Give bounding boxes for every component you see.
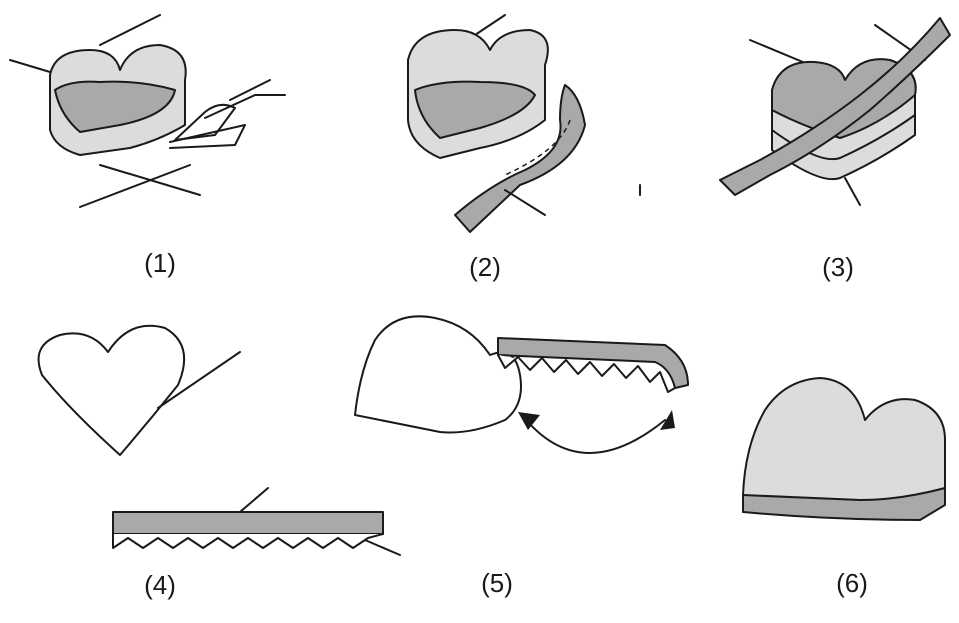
step-2-illustration [408,15,585,232]
arrow-head-right-icon [660,410,675,430]
guide-line [475,15,505,35]
guide-line [365,540,400,555]
arrow-head-left-icon [518,412,540,430]
heart-box-lid [743,378,945,500]
strip-band [113,512,383,534]
step-label-6: (6) [836,568,868,599]
step-3-illustration [720,18,950,205]
step-label-4: (4) [144,570,176,601]
guide-line [80,165,190,207]
step-label-2: (2) [469,252,501,283]
step-5-illustration [355,316,688,453]
heart-outline [39,326,185,455]
step-6-illustration [743,378,945,520]
zigzag-tabs [113,534,383,548]
guide-line [750,40,810,65]
step-1-illustration [10,15,285,207]
step-label-3: (3) [822,252,854,283]
step-4-illustration [39,326,400,555]
guide-line [505,190,545,215]
guide-line [100,15,160,45]
curved-arrow [528,420,665,453]
guide-line [240,488,268,512]
step-label-1: (1) [144,248,176,279]
step-label-5: (5) [481,568,513,599]
guide-line [845,178,860,205]
heart-outline [355,316,521,432]
